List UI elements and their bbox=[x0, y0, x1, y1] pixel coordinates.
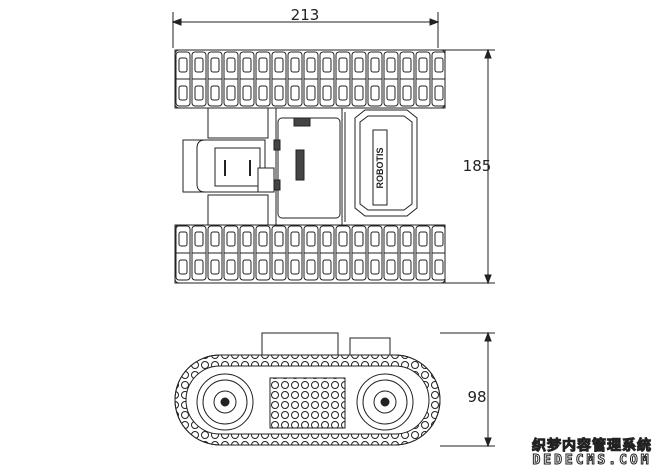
upper-track bbox=[174, 49, 446, 109]
watermark-chinese: 织梦内容管理系统 bbox=[532, 437, 652, 454]
rear-wheel bbox=[196, 373, 254, 431]
front-wheel bbox=[356, 373, 414, 431]
length-label: 185 bbox=[463, 157, 492, 175]
watermark-english: DEDECMS.COM bbox=[532, 452, 652, 468]
length-dimension bbox=[440, 48, 495, 285]
top-view: ROBOTIS bbox=[174, 49, 446, 284]
battery-label: ROBOTIS bbox=[375, 147, 385, 188]
height-label: 98 bbox=[467, 388, 486, 406]
watermark: 织梦内容管理系统 DEDECMS.COM bbox=[532, 437, 652, 468]
width-dimension bbox=[171, 12, 440, 48]
side-view bbox=[174, 332, 441, 446]
width-label: 213 bbox=[291, 6, 320, 24]
lower-track bbox=[174, 224, 446, 284]
height-dimension bbox=[440, 331, 495, 448]
